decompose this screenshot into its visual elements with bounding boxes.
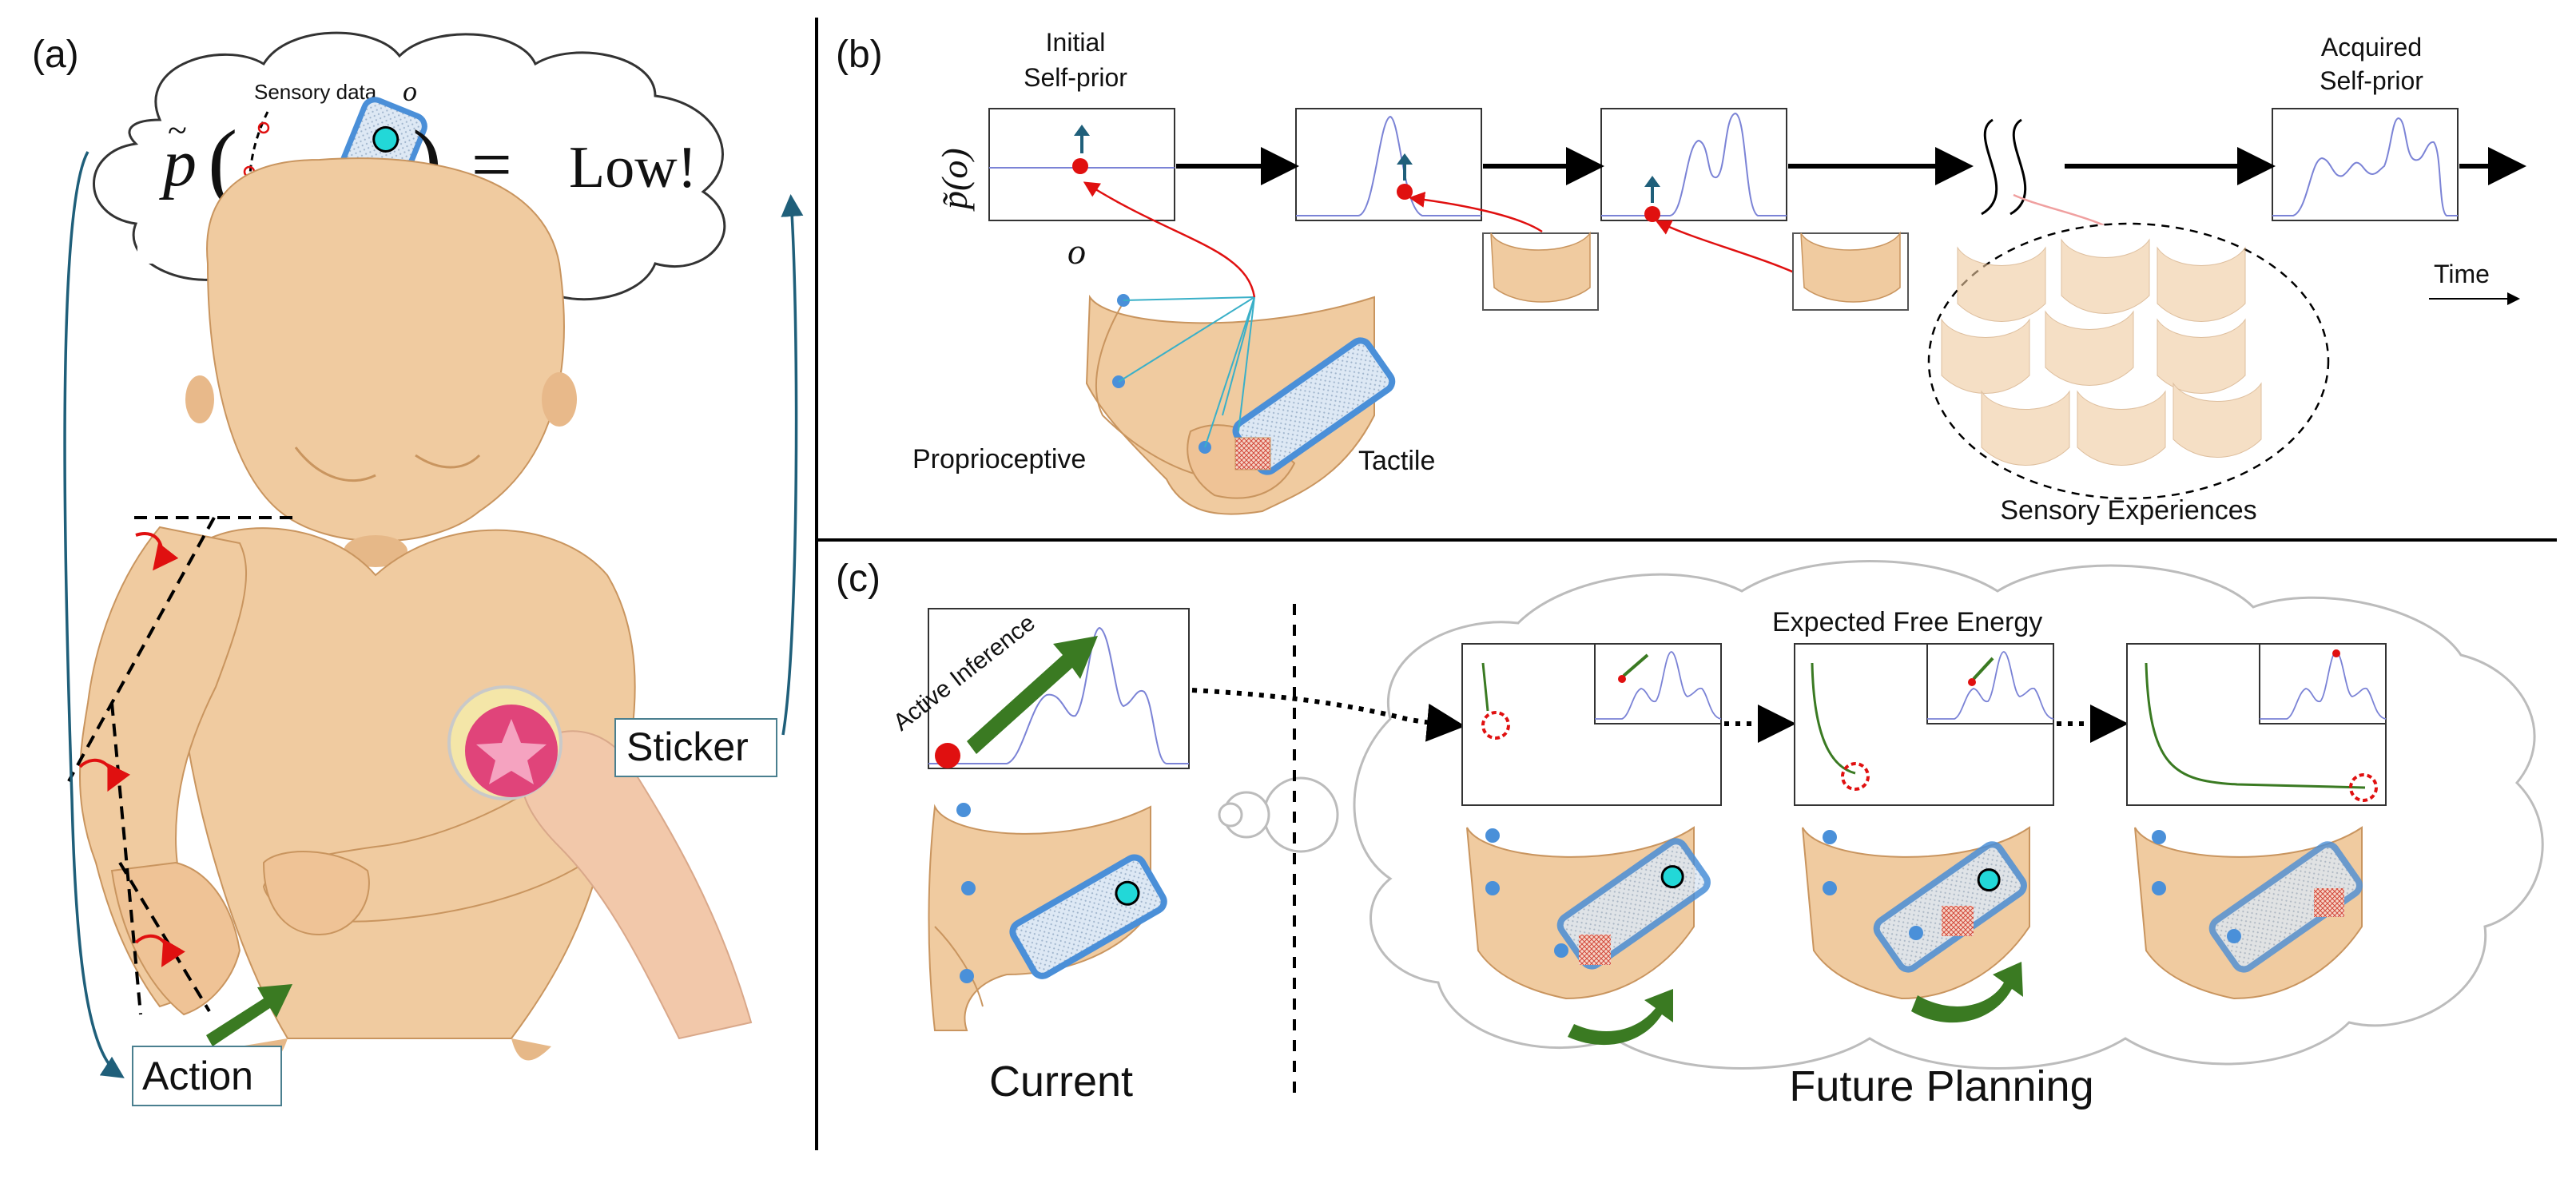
experiences-ellipse: [1927, 222, 2330, 500]
panel-b: (b) Initial Self-prior Acquired Self-pri…: [836, 28, 2526, 526]
sticker-label-box: [614, 718, 777, 777]
plan-plot-2: [1794, 643, 2054, 806]
current-label: Current: [989, 1058, 1133, 1106]
thought-caption: Sensory data: [254, 80, 377, 104]
action-label-box: [132, 1046, 282, 1106]
posture-thumb-1: [1482, 231, 1599, 311]
prior-plot-3: [1600, 108, 1787, 222]
plan-plot-3: [2126, 643, 2387, 806]
acquired-title-line1: Acquired: [2321, 33, 2422, 62]
plan-posture-1: [1466, 826, 1711, 1046]
efe-label: Expected Free Energy: [1772, 607, 2042, 637]
action-flow-arrow: [63, 151, 125, 1078]
panel-c: (c) Expected Free Energy Active Inferenc…: [836, 558, 2544, 1110]
sticker-disc: [447, 685, 563, 800]
experiences-label: Sensory Experiences: [2000, 495, 2256, 526]
thought-p: p: [159, 126, 197, 200]
planning-cloud-bubbles: [1218, 776, 1339, 853]
posture-main: [1085, 294, 1396, 515]
posture-thumb-2: [1792, 231, 1909, 311]
thought-tilde: ~: [168, 111, 187, 150]
initial-title-line2: Self-prior: [1024, 63, 1127, 92]
thought-result: Low!: [569, 135, 697, 200]
thought-variable: o: [403, 75, 417, 107]
arm-skeleton: [67, 516, 296, 1015]
baby-figure: [79, 157, 636, 1061]
prior-plot-4: [2272, 108, 2459, 221]
current-plot: [928, 608, 1190, 769]
current-posture: [928, 803, 1167, 1031]
panel-label-b: (b): [836, 34, 883, 76]
initial-title-line1: Initial: [1046, 28, 1106, 57]
caregiver-hand: [520, 730, 753, 1040]
proprioceptive-label: Proprioceptive: [912, 444, 1086, 474]
future-label: Future Planning: [1789, 1062, 2093, 1110]
x-variable: o: [1067, 231, 1086, 272]
acquired-title-line2: Self-prior: [2320, 66, 2423, 95]
plan-plot-1: [1461, 643, 1722, 806]
y-axis-label: p̃(o): [934, 148, 975, 212]
time-break: [1981, 118, 2027, 216]
prior-plot-2: [1295, 108, 1482, 221]
plan-posture-2: [1802, 826, 2030, 1023]
action-label: Action: [142, 1054, 253, 1098]
action-arrow: [206, 984, 292, 1046]
sticker-label: Sticker: [626, 724, 749, 769]
panel-label-c: (c): [836, 558, 881, 600]
time-label: Time: [2434, 260, 2490, 288]
tactile-label: Tactile: [1358, 446, 1435, 476]
prior-plot-1: [988, 108, 1175, 221]
plan-posture-3: [2134, 826, 2363, 1000]
panel-label-a: (a): [32, 34, 79, 76]
panel-a: (a) Sensory data o ~ p ( & ) = Low!: [32, 31, 804, 1106]
sticker-flow-arrow: [781, 194, 804, 736]
